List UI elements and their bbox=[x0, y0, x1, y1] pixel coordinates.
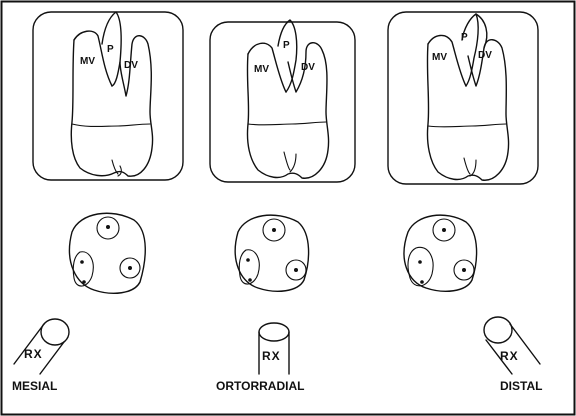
root-label-mv: MV bbox=[80, 56, 95, 67]
root-label-mv: MV bbox=[254, 64, 269, 75]
root-label-mv: MV bbox=[432, 52, 447, 63]
caption-mesial: MESIAL bbox=[12, 379, 57, 393]
rx-label-mesial: RX bbox=[24, 347, 43, 361]
root-label-p: P bbox=[283, 40, 290, 51]
root-label-dv: DV bbox=[124, 60, 138, 71]
root-label-dv: DV bbox=[301, 62, 315, 73]
root-label-p: P bbox=[107, 44, 114, 55]
caption-distal: DISTAL bbox=[500, 379, 542, 393]
caption-ortorradial: ORTORRADIAL bbox=[216, 379, 304, 393]
root-label-p: P bbox=[461, 32, 468, 43]
rx-label-ortorradial: RX bbox=[262, 349, 281, 363]
root-label-dv: DV bbox=[478, 50, 492, 61]
rx-label-distal: RX bbox=[500, 349, 519, 363]
